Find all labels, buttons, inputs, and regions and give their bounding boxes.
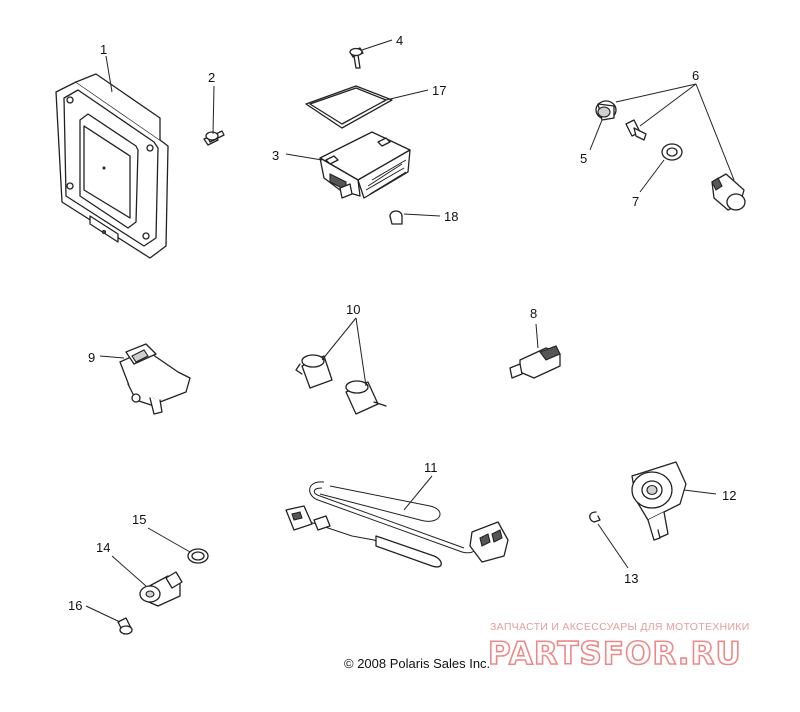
callout-12: 12: [722, 488, 736, 503]
callout-2: 2: [208, 70, 215, 85]
part-seal-7: [661, 143, 683, 161]
callout-17: 17: [432, 83, 446, 98]
callout-4: 4: [396, 33, 403, 48]
callout-6: 6: [692, 68, 699, 83]
callout-8: 8: [530, 306, 537, 321]
part-ecu-module: [55, 73, 169, 259]
part-clip-13: [589, 511, 601, 523]
callout-labels: 1 2 4 17 3 18 6 5 7 8 10 9 11 12 13 15 1…: [68, 33, 736, 613]
part-cam-sensor-14: [139, 571, 183, 607]
watermark: ЗАПЧАСТИ И АКСЕССУАРЫ ДЛЯ МОТОТЕХНИКИ PA…: [487, 621, 750, 673]
callout-11: 11: [424, 460, 438, 475]
part-clip-6: [625, 119, 647, 141]
part-screw-4: [349, 47, 364, 69]
callout-5: 5: [580, 151, 587, 166]
part-bolt-2: [203, 130, 225, 146]
callout-10: 10: [346, 302, 360, 317]
part-sensor-10a: [295, 354, 333, 389]
callout-7: 7: [632, 194, 639, 209]
callout-18: 18: [444, 209, 458, 224]
callout-3: 3: [272, 148, 279, 163]
callout-9: 9: [88, 350, 95, 365]
part-cap-5: [595, 100, 617, 121]
part-sensor-6: [711, 173, 746, 211]
leader-lines: [85, 39, 735, 623]
callout-14: 14: [96, 540, 110, 555]
part-knock-sensor-12: [631, 461, 687, 541]
part-module-3: [319, 131, 411, 199]
watermark-tagline: ЗАПЧАСТИ И АКСЕССУАРЫ ДЛЯ МОТОТЕХНИКИ: [490, 621, 750, 633]
watermark-brand: PARTSFOR.RU: [488, 636, 742, 672]
callout-15: 15: [132, 512, 146, 527]
part-oring-15: [187, 548, 209, 564]
copyright-text: © 2008 Polaris Sales Inc.: [344, 656, 490, 671]
part-cover-plate-17: [305, 85, 393, 129]
part-sensor-8: [509, 345, 561, 379]
callout-16: 16: [68, 598, 82, 613]
part-sensor-10b: [345, 380, 387, 415]
part-map-sensor-9: [119, 343, 191, 415]
part-bolt-16: [117, 617, 133, 635]
callout-1: 1: [100, 42, 107, 57]
part-nut-18: [389, 210, 403, 225]
part-harness-11: [285, 481, 509, 568]
callout-13: 13: [624, 571, 638, 586]
